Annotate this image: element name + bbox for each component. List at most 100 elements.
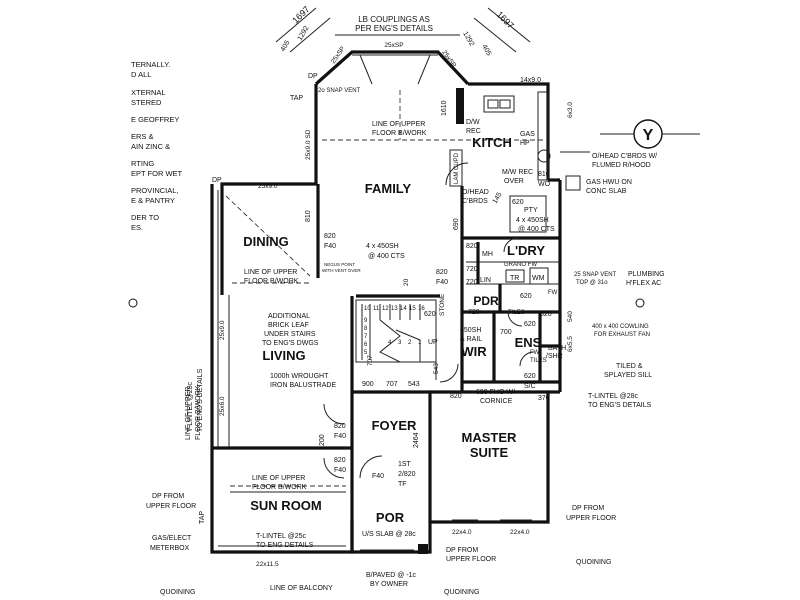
stair-left-6: 6 xyxy=(364,342,368,348)
dim-1610: 1610 xyxy=(441,100,448,116)
grano-fw: GRANO FW xyxy=(504,262,537,268)
sp-25x-mid: 25xSP xyxy=(384,42,403,49)
tlintel-r-1: T-LINTEL @28c xyxy=(588,393,639,400)
dim-900: 900 xyxy=(362,381,374,388)
dim-14x9: 14x9.0 xyxy=(520,77,541,84)
dim-820-a: 820 xyxy=(324,233,336,240)
room-kitch: KITCH xyxy=(472,135,512,150)
left-note-5: ERS & xyxy=(131,132,154,141)
stair-left-4: 4 xyxy=(388,340,392,346)
room-dining: DINING xyxy=(243,234,289,249)
dim-370: 370 xyxy=(538,395,550,402)
mw-rec-2: OVER xyxy=(504,178,524,185)
balustrade-1: 1000h WROUGHT xyxy=(270,373,329,380)
section-marker-left-icon xyxy=(128,298,138,308)
stair-left-2: 2 xyxy=(408,340,412,346)
dim-720b: 720 xyxy=(466,279,478,286)
left-note-12: ES. xyxy=(131,223,143,232)
tlintel-v2: TO ENG'S DETAILS xyxy=(197,368,204,432)
snap-vent-r-1: 25 SNAP VENT xyxy=(574,272,617,278)
line-upper-2: FLOOR B/WORK xyxy=(372,130,427,137)
dim-405-right: 405 xyxy=(480,44,492,58)
sh-rail-2: & RAIL xyxy=(460,336,482,343)
dim-22x4b: 22x4.0 xyxy=(510,529,530,536)
stair-left-5: 5 xyxy=(364,350,368,356)
lb-couplings-1: LB COUPLINGS AS xyxy=(358,15,430,24)
sun-tlintel-2: TO ENG DETAILS xyxy=(256,542,314,549)
line-upper-1: LINE OF UPPER xyxy=(372,121,425,128)
gas-elect-1: GAS/ELECT xyxy=(152,535,192,542)
wir-ens-annotations: 450SH & RAIL 700 620 FW TILES 620 620 S/… xyxy=(450,311,574,405)
room-shr: /SHR xyxy=(546,353,563,360)
door-swings xyxy=(323,162,535,551)
stairs xyxy=(361,304,421,363)
sh450-mid-1: 4 x 450SH xyxy=(366,243,399,250)
tiles-e: TILES xyxy=(530,358,547,364)
wm-label: WM xyxy=(532,275,545,282)
dim-620-stair: 620 xyxy=(424,311,436,318)
f40-b: F40 xyxy=(436,279,448,286)
dim-543b: 543 xyxy=(433,363,440,374)
neg-point-2: WITH VENT OVER xyxy=(322,268,361,273)
brick-3: UNDER STAIRS xyxy=(264,331,316,338)
tap-left: TAP xyxy=(199,511,206,524)
dim-620-l: 620 xyxy=(520,293,532,300)
stair-left-1: 1 xyxy=(418,340,422,346)
bottom-annotations: LINE OF UPPER FLOOR B/WORK T-LINTEL @25c… xyxy=(252,475,530,596)
left-note-9: PROVINCIAL, xyxy=(131,186,179,195)
sh450-k-2: @ 400 CTS xyxy=(518,226,555,233)
dp-from-b-1: DP FROM xyxy=(446,547,478,554)
brick-1: ADDITIONAL xyxy=(268,313,310,320)
dim-540: 540 xyxy=(567,311,574,322)
quoining-left: QUOINING xyxy=(160,589,195,596)
fw-l: FW xyxy=(548,290,558,296)
gas-hwu-1: GAS HWU ON xyxy=(586,179,632,186)
left-note-0: TERNALLY. xyxy=(131,60,170,69)
f40-a: F40 xyxy=(324,243,336,250)
gas-hwu-2: CONC SLAB xyxy=(586,188,627,195)
dim-405-left: 405 xyxy=(280,39,292,53)
top-dimensions: 1697 1697 405 1292 1292 405 LB COUPLINGS… xyxy=(275,4,541,84)
tiles-l: TILES xyxy=(508,310,525,316)
room-wir: WIR xyxy=(461,344,487,359)
room-ldry: L'DRY xyxy=(507,243,545,258)
stair-left-3: 3 xyxy=(398,340,402,346)
us-slab: U/S SLAB @ 28c xyxy=(362,531,416,538)
dim-700: 700 xyxy=(500,329,512,336)
tiled-1: TILED & xyxy=(616,363,643,370)
right-annotations: O/HEAD C'BRDS W/ FLUMED R/HOOD GAS HWU O… xyxy=(560,151,665,566)
tf-label: TF xyxy=(398,481,407,488)
dw-rec-1: D/W xyxy=(466,119,480,126)
dw-rec-2: REC xyxy=(466,128,481,135)
dim-620b-e: 620 xyxy=(524,373,536,380)
stair-num-12: 12 xyxy=(382,306,389,312)
sun-line-1: LINE OF UPPER xyxy=(252,475,305,482)
stair-up: UP xyxy=(428,339,438,346)
dim-543a: 543 xyxy=(408,381,420,388)
sh450-mid-2: @ 400 CTS xyxy=(368,253,405,260)
dim-200: 200 xyxy=(319,434,326,446)
dim-25x9-top: 25x9.0 xyxy=(258,183,278,190)
dim-810a: 810 xyxy=(538,171,550,178)
dp-from-b-2: UPPER FLOOR xyxy=(446,556,496,563)
mw-rec-1: M/W REC xyxy=(502,169,533,176)
tap-top: TAP xyxy=(290,95,303,102)
section-marker-right-icon xyxy=(635,298,645,308)
room-ens: ENS xyxy=(515,335,542,350)
stair-num-13: 13 xyxy=(391,306,398,312)
line-upper-v2: FLOOR B/WORK xyxy=(195,385,202,440)
dim-25x9-c: 25x9.0 xyxy=(219,320,226,340)
dim-620-k: 620 xyxy=(512,199,524,206)
middle-annotations: LINE OF UPPER FLOOR B/WORK 820 F40 NEGUS… xyxy=(244,121,448,488)
dim-720a: 720 xyxy=(466,266,478,273)
left-notes: TERNALLY. D ALL XTERNAL STERED E GEOFFRE… xyxy=(131,60,183,232)
kitchen-fixtures xyxy=(449,91,551,233)
sc-label: S/C xyxy=(524,383,536,390)
sun-tlintel-1: T-LINTEL @25c xyxy=(256,533,307,540)
dim-1292-right: 1292 xyxy=(461,31,475,48)
dim-707b: 707 xyxy=(367,355,374,366)
room-pdr: PDR xyxy=(473,294,499,308)
dim-810-left: 810 xyxy=(305,210,312,222)
dim-820-b: 820 xyxy=(436,269,448,276)
